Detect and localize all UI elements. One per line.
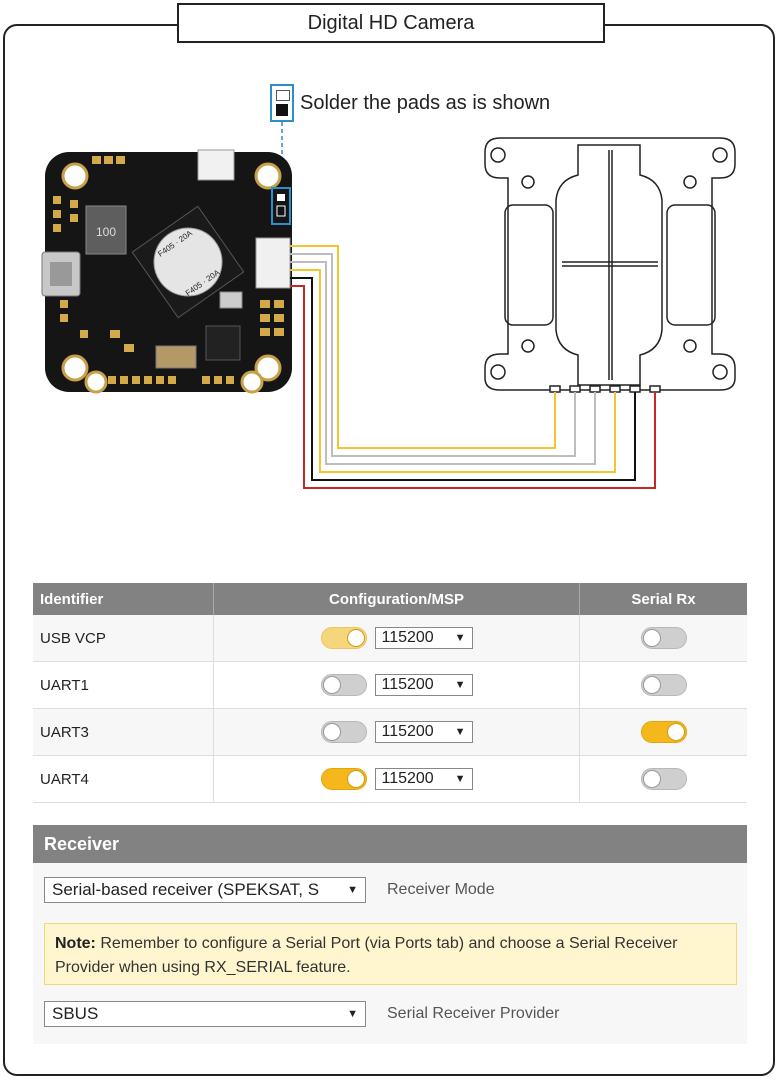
serial-rx-toggle[interactable]	[640, 627, 687, 649]
receiver-title: Receiver	[33, 825, 747, 863]
serial-rx-toggle[interactable]	[640, 721, 687, 743]
flight-controller-board: 100 F405 · 20A F405 · 20A	[41, 149, 292, 394]
baud-select[interactable]: 115200▼	[374, 768, 473, 790]
wire-yellow-1	[290, 245, 556, 449]
inductor-label: 100	[96, 225, 116, 239]
note-text: Remember to configure a Serial Port (via…	[55, 935, 678, 976]
solder-instruction: Solder the pads as is shown	[300, 92, 551, 114]
baud-select[interactable]: 115200▼	[374, 627, 473, 649]
baud-select[interactable]: 115200▼	[374, 674, 473, 696]
msp-toggle[interactable]	[320, 674, 367, 696]
receiver-mode-select[interactable]: Serial-based receiver (SPEKSAT, S ▼	[44, 877, 366, 903]
wire-yellow-2	[290, 269, 616, 473]
receiver-provider-select[interactable]: SBUS ▼	[44, 1001, 366, 1027]
msp-toggle[interactable]	[320, 768, 367, 790]
serial-rx-toggle[interactable]	[640, 674, 687, 696]
table-row: UART1 115200▼	[33, 662, 747, 709]
port-identifier: USB VCP	[33, 615, 214, 661]
col-configuration: Configuration/MSP	[214, 583, 580, 615]
wire-red	[290, 285, 656, 489]
chevron-down-icon: ▼	[454, 726, 466, 738]
chevron-down-icon: ▼	[454, 632, 466, 644]
receiver-panel: Receiver Serial-based receiver (SPEKSAT,…	[33, 825, 747, 1044]
col-serial-rx: Serial Rx	[631, 590, 696, 608]
chevron-down-icon: ▼	[454, 679, 466, 691]
wiring-diagram: 100 F405 · 20A F405 · 20A	[41, 122, 736, 489]
receiver-note: Note: Remember to configure a Serial Por…	[44, 923, 737, 985]
port-identifier: UART1	[33, 662, 214, 708]
page-title: Digital HD Camera	[177, 3, 605, 43]
table-row: UART4 115200▼	[33, 756, 747, 803]
receiver-provider-label: Serial Receiver Provider	[387, 1005, 560, 1022]
serial-rx-toggle[interactable]	[640, 768, 687, 790]
col-identifier: Identifier	[33, 583, 214, 615]
wire-black	[290, 277, 636, 481]
receiver-mode-label: Receiver Mode	[387, 881, 495, 898]
camera-outline	[484, 137, 736, 393]
wires	[290, 245, 656, 489]
msp-toggle[interactable]	[320, 721, 367, 743]
baud-select[interactable]: 115200▼	[374, 721, 473, 743]
ports-table: Identifier Configuration/MSP Serial Rx U…	[33, 583, 747, 803]
ports-header: Identifier Configuration/MSP Serial Rx	[33, 583, 747, 615]
table-row: USB VCP 115200▼	[33, 615, 747, 662]
solder-pad-icon	[270, 84, 294, 122]
table-row: UART3 115200▼	[33, 709, 747, 756]
chevron-down-icon: ▼	[454, 773, 466, 785]
wire-white	[290, 253, 576, 457]
port-identifier: UART3	[33, 709, 214, 755]
msp-toggle[interactable]	[320, 627, 367, 649]
chevron-down-icon: ▼	[347, 1008, 358, 1020]
note-bold: Note:	[55, 935, 96, 952]
wire-white-2	[290, 261, 596, 465]
chevron-down-icon: ▼	[347, 884, 358, 896]
port-identifier: UART4	[33, 756, 214, 802]
